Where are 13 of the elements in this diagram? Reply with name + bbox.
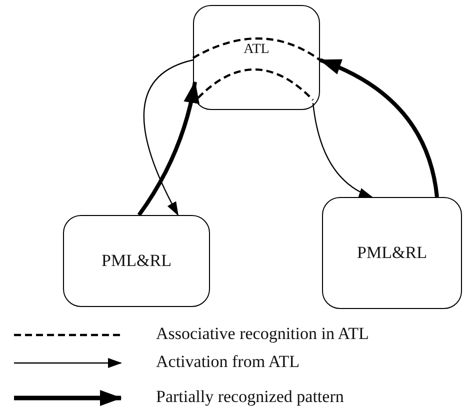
legend-label: Partially recognized pattern — [156, 387, 344, 407]
rounded-box — [322, 197, 462, 309]
arrow — [144, 59, 194, 216]
node-label: PML&RL — [357, 243, 427, 263]
rounded-box — [193, 5, 320, 110]
legend-label: Activation from ATL — [156, 352, 300, 372]
legend-label: Associative recognition in ATL — [156, 324, 369, 344]
arrow — [312, 102, 373, 198]
node-label: ATL — [244, 42, 270, 58]
arrow — [137, 81, 200, 216]
node-label: PML&RL — [102, 251, 172, 271]
rounded-box — [63, 215, 210, 307]
arrow — [319, 58, 439, 198]
